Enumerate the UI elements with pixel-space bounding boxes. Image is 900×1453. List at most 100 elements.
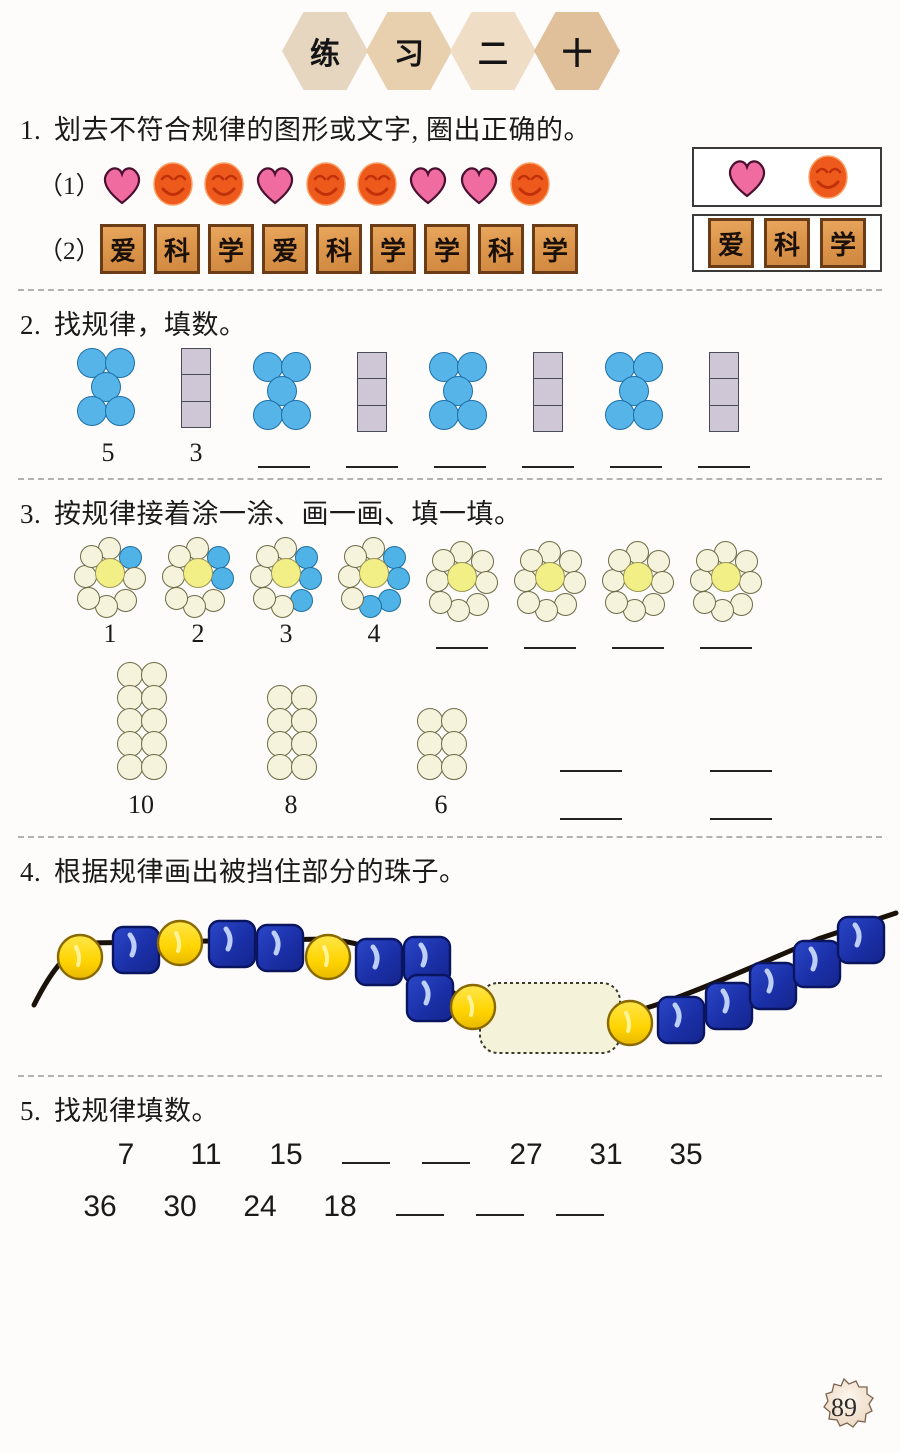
exercise-5-prompt-text: 找规律填数。: [54, 1096, 219, 1126]
answer-character-tile: 科: [764, 218, 810, 268]
dot-stack-cell: 6: [366, 708, 516, 820]
heart-icon: [725, 156, 769, 198]
flower-icon: [250, 537, 322, 618]
answer-blank[interactable]: [560, 804, 622, 820]
page-number-badge: 89: [812, 1377, 876, 1439]
sequence-blank[interactable]: [460, 1190, 540, 1224]
smiley-icon: [806, 154, 850, 200]
heart-icon[interactable]: [253, 163, 297, 205]
heart-icon[interactable]: [457, 163, 501, 205]
sequence-blank[interactable]: [540, 1190, 620, 1224]
answer-blank[interactable]: [698, 446, 750, 468]
answer-blank[interactable]: [258, 446, 310, 468]
flower-count-label: 3: [279, 619, 293, 648]
smiley-icon[interactable]: [508, 161, 552, 207]
answer-blank[interactable]: [524, 627, 576, 649]
bead-group: [56, 915, 886, 1047]
flower-cell: 4: [330, 537, 418, 649]
character-tile[interactable]: 爱: [262, 224, 308, 274]
sub1-answer-box[interactable]: [692, 147, 882, 207]
smiley-icon[interactable]: [355, 161, 399, 207]
flower-cell: [506, 541, 594, 649]
character-tile[interactable]: 科: [154, 224, 200, 274]
sequence-number: 24: [243, 1190, 277, 1223]
segmented-bar-icon: [709, 352, 739, 432]
answer-blank[interactable]: [434, 446, 486, 468]
answer-blank[interactable]: [522, 446, 574, 468]
exercise-1-prompt-text: 划去不符合规律的图形或文字, 圈出正确的。: [54, 115, 591, 145]
dot-stack-answer-cell: [666, 756, 816, 820]
hidden-beads-box: [479, 982, 621, 1054]
figure-cell: [240, 352, 328, 468]
sequence-blank[interactable]: [406, 1138, 486, 1172]
answer-blank[interactable]: [346, 446, 398, 468]
character-tile[interactable]: 学: [532, 224, 578, 274]
flower-cell: [682, 541, 770, 649]
answer-character-tile: 爱: [708, 218, 754, 268]
figure-count-label: 3: [189, 438, 203, 467]
character-tile[interactable]: 学: [370, 224, 416, 274]
exercise-1-number: 1.: [20, 115, 42, 145]
sub2-tile-sequence[interactable]: 爱科学爱科学学科学: [100, 224, 578, 274]
figure-cell: [592, 352, 680, 468]
sub2-answer-box[interactable]: 爱科学: [692, 214, 882, 272]
sequence-blank[interactable]: [326, 1138, 406, 1172]
exercise-5-prompt: 5. 找规律填数。: [20, 1089, 880, 1128]
answer-blank[interactable]: [700, 627, 752, 649]
exercise-1-prompt: 1. 划去不符合规律的图形或文字, 圈出正确的。: [20, 108, 880, 147]
flower-count-label: 2: [191, 619, 205, 648]
drawing-blank[interactable]: [560, 756, 622, 772]
answer-blank[interactable]: [610, 446, 662, 468]
circle-cluster-icon: [427, 352, 493, 432]
circle-cluster-icon: [75, 348, 141, 428]
answer-blank[interactable]: [436, 627, 488, 649]
flower-cell: 2: [154, 537, 242, 649]
drawing-blank[interactable]: [710, 756, 772, 772]
exercise-5-number: 5.: [20, 1096, 42, 1126]
sequence-number: 27: [509, 1138, 543, 1171]
sub2-label: （2）: [38, 238, 101, 265]
exercise-1: 1.划去不符合规律的图形或文字, 圈出正确的。 （1） （2） 爱科学爱科学学科…: [0, 108, 900, 279]
sequence-blank[interactable]: [380, 1190, 460, 1224]
flower-icon: [162, 537, 234, 618]
exercise-4: 4.根据规律画出被挡住部分的珠子。: [0, 850, 900, 1065]
exercise-3-prompt-text: 按规律接着涂一涂、画一画、填一填。: [54, 499, 522, 529]
flower-icon: [690, 541, 762, 622]
smiley-icon[interactable]: [304, 161, 348, 207]
flower-count-label: 4: [367, 619, 381, 648]
figure-cell: 3: [152, 348, 240, 468]
dot-stack-icon: [417, 708, 467, 780]
exercise-4-number: 4.: [20, 857, 42, 887]
character-tile[interactable]: 爱: [100, 224, 146, 274]
sequence-number: 36: [83, 1190, 117, 1223]
answer-blank[interactable]: [612, 627, 664, 649]
dot-stack-icon: [117, 662, 167, 780]
character-tile[interactable]: 学: [424, 224, 470, 274]
heart-icon[interactable]: [406, 163, 450, 205]
figure-cell: [416, 352, 504, 468]
exercise-2-prompt-text: 找规律，填数。: [54, 310, 247, 340]
dot-stack-count-label: 10: [128, 790, 154, 819]
character-tile[interactable]: 科: [478, 224, 524, 274]
smiley-icon[interactable]: [151, 161, 195, 207]
sub1-shape-sequence[interactable]: [100, 161, 552, 207]
exercise-4-prompt: 4.根据规律画出被挡住部分的珠子。: [20, 850, 880, 889]
page-header: 练 习 二 十: [0, 0, 900, 90]
answer-blank[interactable]: [710, 804, 772, 820]
figure-count-label: 5: [101, 438, 115, 467]
character-tile[interactable]: 学: [208, 224, 254, 274]
figure-cell: [328, 352, 416, 468]
smiley-icon[interactable]: [202, 161, 246, 207]
heart-icon[interactable]: [100, 163, 144, 205]
header-hex-1: 练: [282, 12, 368, 90]
character-tile[interactable]: 科: [316, 224, 362, 274]
segmented-bar-icon: [181, 348, 211, 428]
separator-3: [18, 836, 882, 838]
